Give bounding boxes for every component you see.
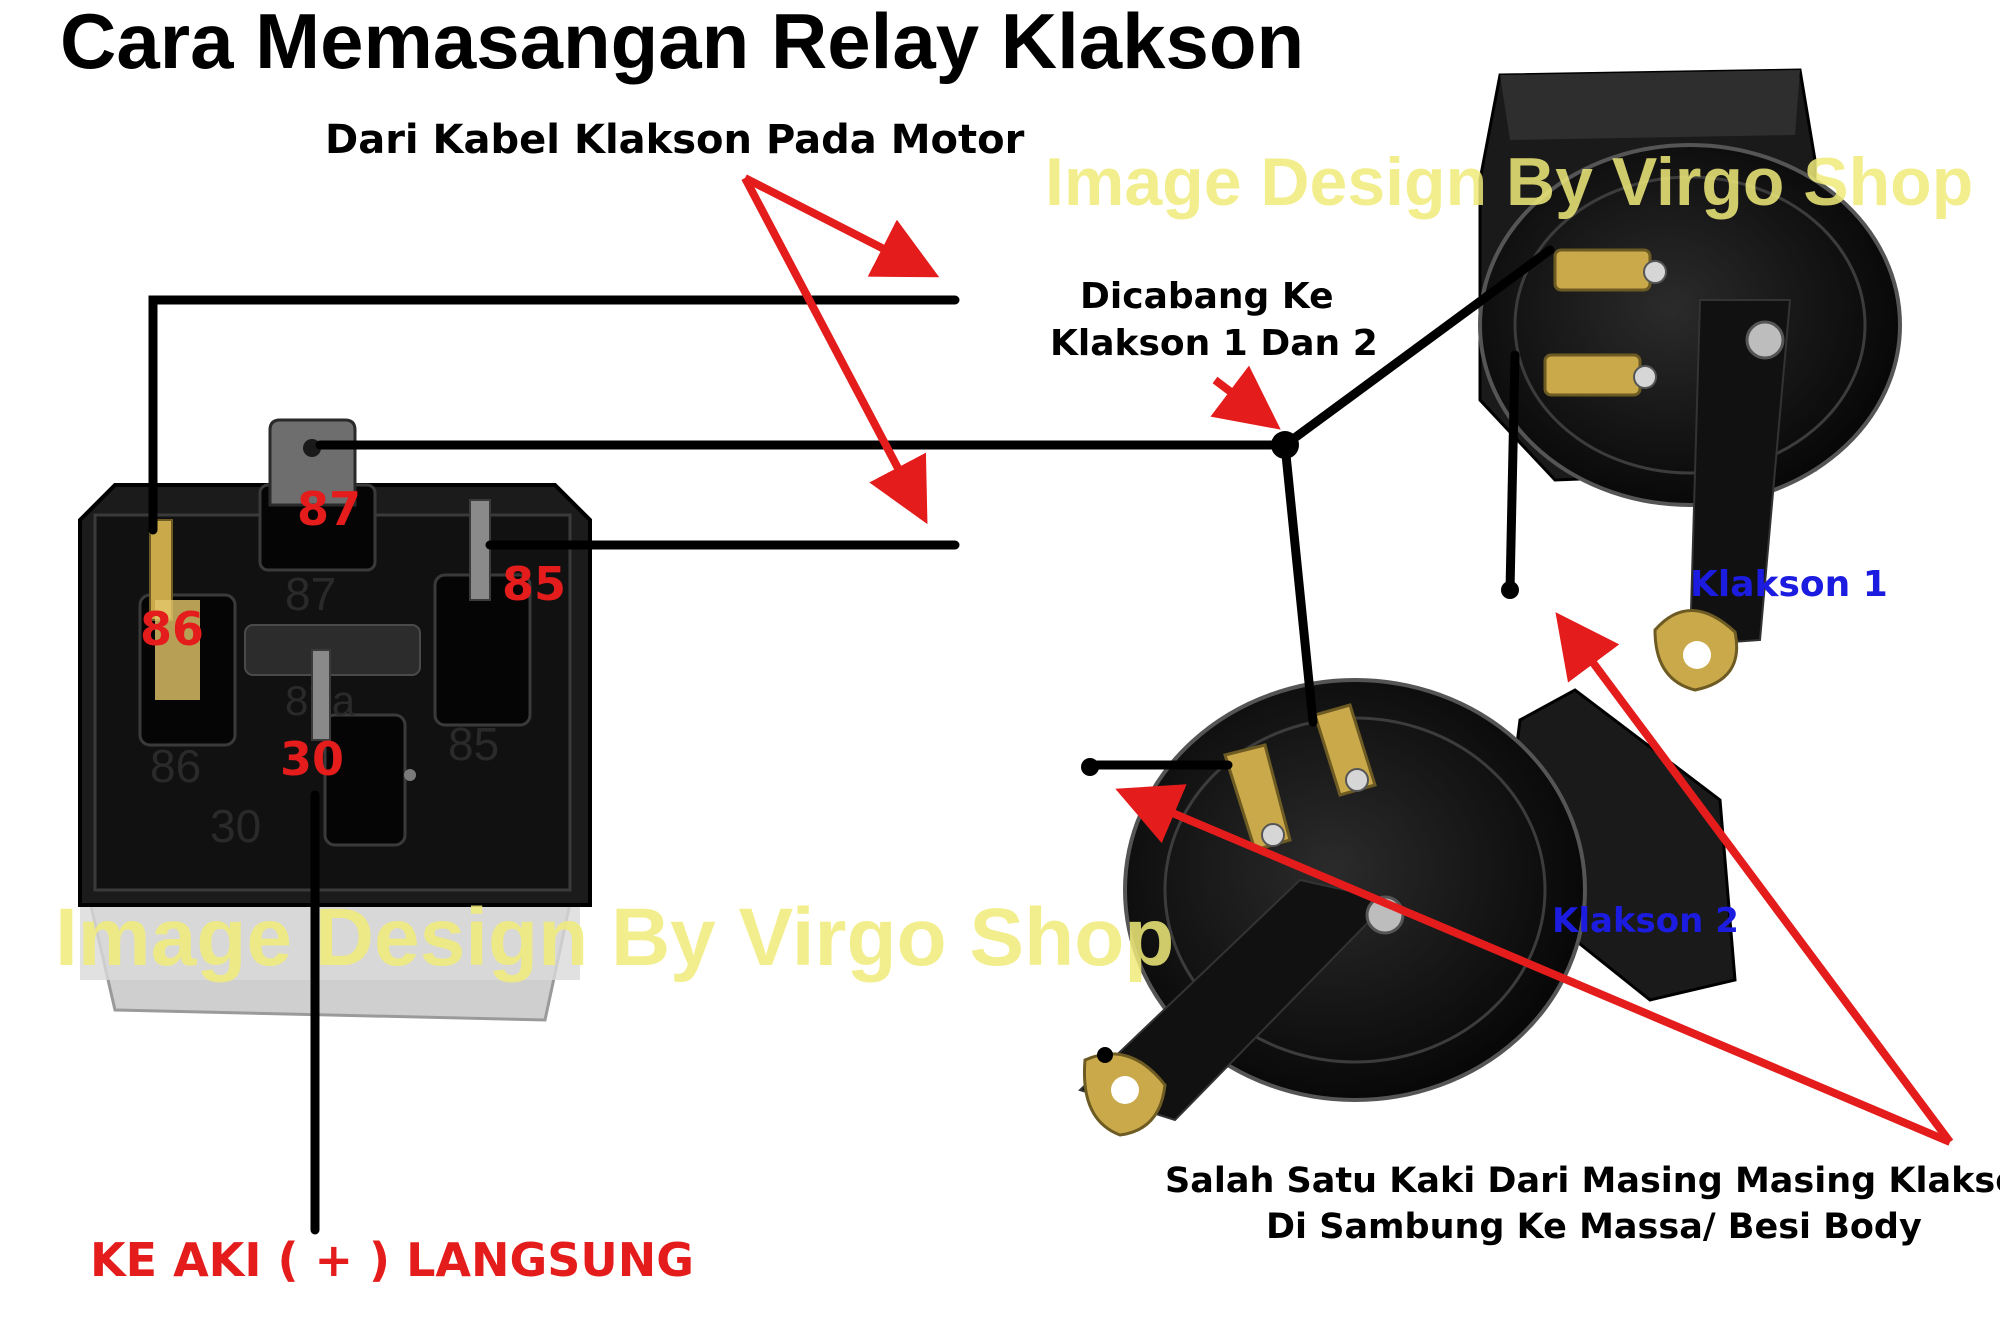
label-branch-line2: Klakson 1 Dan 2	[1050, 323, 1378, 364]
horn-1-bolt	[1745, 320, 1785, 360]
label-branch-line1: Dicabang Ke	[1080, 276, 1334, 317]
pin-30-terminal	[311, 649, 331, 741]
wire-pin-86	[148, 295, 960, 535]
horn-1-ground-lead	[1505, 350, 1520, 595]
arrow-motor-to-86	[743, 174, 940, 278]
horn-1-ground-dot	[1501, 581, 1519, 599]
label-ground-line2: Di Sambung Ke Massa/ Besi Body	[1266, 1207, 1922, 1247]
arrow-motor-to-85	[741, 176, 928, 525]
horn-1-disc-ring	[1513, 175, 1867, 475]
pin-label-86: 86	[140, 602, 204, 656]
horn-2-ground-end	[1081, 758, 1099, 776]
arrow-ground-horn-1	[1555, 612, 1954, 1145]
horn-1-trumpet-top	[1500, 70, 1800, 140]
arrow-ground-horn-2	[1115, 784, 1952, 1146]
embossed-86: 86	[150, 740, 201, 792]
horn-2-screw-b	[1345, 768, 1369, 792]
watermark-top: Image Design By Virgo Shop	[1045, 144, 1973, 220]
watermark-bottom: Image Design By Virgo Shop	[55, 892, 1174, 983]
horn-1-screw-b	[1633, 365, 1657, 389]
junction-node	[1271, 431, 1299, 459]
embossed-30: 30	[210, 800, 261, 852]
pin-label-30: 30	[280, 732, 344, 786]
label-horn-1: Klakson 1	[1690, 564, 1888, 605]
pin-86-blade	[155, 600, 200, 700]
pin-socket-30	[323, 713, 407, 847]
label-ground-line1: Salah Satu Kaki Dari Masing Masing Klaks…	[1165, 1161, 2000, 1201]
relay-dot	[404, 769, 416, 781]
relay-label-recess	[244, 624, 421, 676]
label-battery: KE AKI ( + ) LANGSUNG	[90, 1233, 694, 1287]
horn-2-screw-a	[1261, 823, 1285, 847]
label-from-motor: Dari Kabel Klakson Pada Motor	[325, 117, 1025, 163]
embossed-87: 87	[285, 568, 336, 620]
wire-to-horn-2	[1280, 440, 1318, 727]
horn-1	[1478, 68, 1902, 692]
horn-1-terminal-b	[1543, 353, 1642, 397]
pin-label-85: 85	[502, 557, 566, 611]
relay: 87 87a 86 85 30	[78, 418, 592, 1022]
wires	[148, 245, 1555, 1235]
horn-2-ground-dot	[1097, 1047, 1113, 1063]
arrows	[741, 174, 1954, 1146]
pin-label-87: 87	[297, 482, 361, 536]
horn-1-disc	[1478, 143, 1902, 507]
horn-2-mount-hole	[1111, 1076, 1139, 1104]
horn-1-bracket	[1688, 299, 1792, 647]
pin-85-terminal	[469, 499, 491, 601]
horn-1-mount-hole	[1683, 641, 1711, 669]
diagram-title: Cara Memasangan Relay Klakson	[60, 0, 1304, 85]
embossed-85: 85	[448, 718, 499, 770]
wire-to-horn-1	[1280, 245, 1555, 450]
arrow-branch	[1210, 365, 1281, 430]
horn-1-terminal-a	[1553, 248, 1652, 292]
horn-1-screw-a	[1643, 260, 1667, 284]
label-horn-2: Klakson 2	[1552, 901, 1739, 941]
